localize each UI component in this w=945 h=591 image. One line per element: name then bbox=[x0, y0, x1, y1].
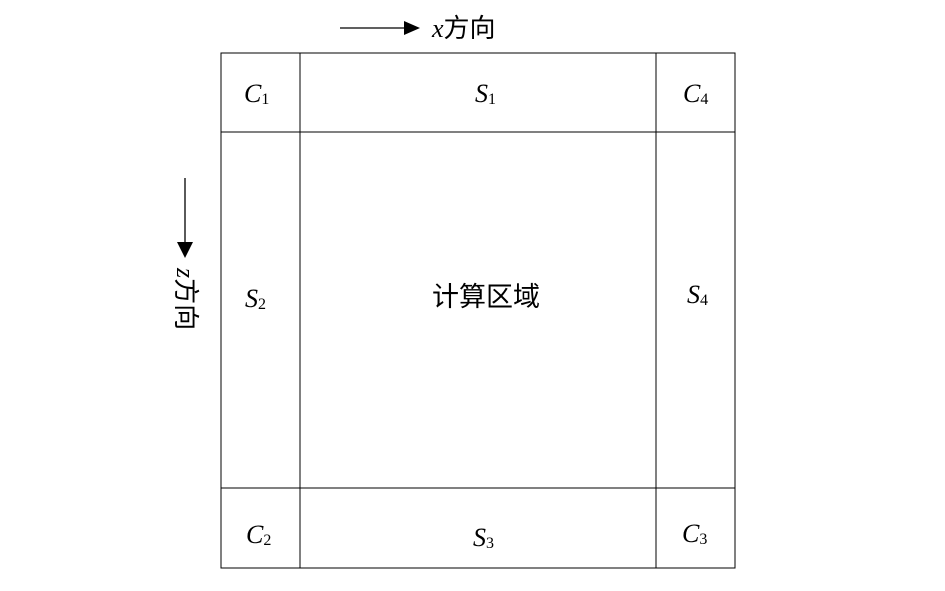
corner-label-c2: C2 bbox=[246, 520, 271, 549]
x-direction-indicator: x方向 bbox=[340, 14, 496, 44]
outer-boundary bbox=[220, 52, 736, 569]
z-direction-label: z方向 bbox=[170, 267, 200, 330]
side-label-s1: S1 bbox=[475, 79, 496, 108]
side-label-s2: S2 bbox=[245, 284, 266, 313]
x-axis-suffix: 方向 bbox=[444, 14, 496, 44]
corner-label-c1: C1 bbox=[244, 79, 269, 108]
side-label-s4: S4 bbox=[687, 280, 708, 309]
corner-label-c4: C4 bbox=[683, 79, 708, 108]
z-axis-suffix: 方向 bbox=[170, 278, 200, 330]
x-axis-var: x bbox=[431, 14, 444, 43]
z-arrow-head-icon bbox=[177, 242, 193, 258]
x-arrow-head-icon bbox=[404, 21, 420, 35]
corner-label-c3: C3 bbox=[682, 519, 707, 548]
x-direction-label: x方向 bbox=[431, 14, 496, 44]
computation-region-label: 计算区域 bbox=[432, 282, 540, 313]
z-axis-var: z bbox=[171, 267, 200, 278]
z-direction-indicator: z方向 bbox=[170, 178, 200, 330]
side-label-s3: S3 bbox=[473, 523, 494, 552]
